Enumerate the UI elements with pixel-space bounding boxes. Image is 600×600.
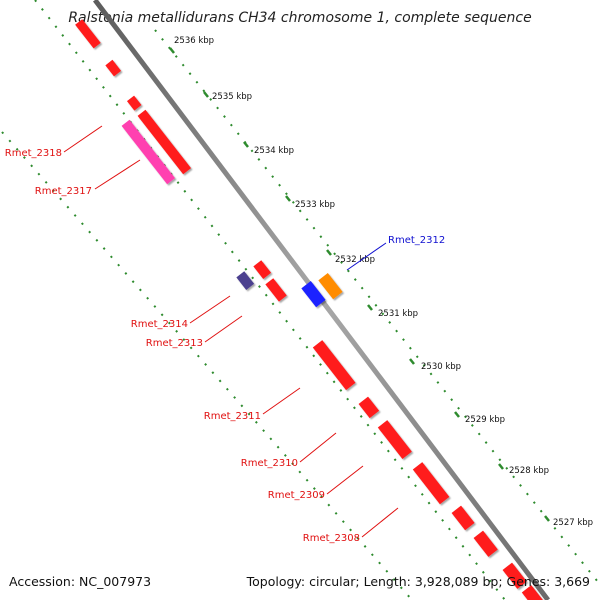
gene-label-rmet-2313[interactable]: Rmet_2313 xyxy=(146,338,203,349)
gene-red[interactable] xyxy=(126,95,142,111)
tick-marks-major xyxy=(169,47,550,522)
gene-red[interactable] xyxy=(358,396,380,419)
gene-label-rmet-2314[interactable]: Rmet_2314 xyxy=(131,319,188,330)
kbp-label: 2533 kbp xyxy=(295,200,335,210)
gene-red[interactable] xyxy=(473,530,498,557)
gene-red[interactable] xyxy=(502,562,527,589)
gene-label-rmet-2309[interactable]: Rmet_2309 xyxy=(268,490,325,501)
gene-rmet-2308[interactable] xyxy=(451,505,475,531)
gene-rmet-2313[interactable] xyxy=(265,278,287,302)
gene-red[interactable] xyxy=(253,260,272,279)
gene-red[interactable] xyxy=(105,59,122,77)
gene-label-rmet-2312[interactable]: Rmet_2312 xyxy=(388,235,445,246)
kbp-label: 2528 kbp xyxy=(509,466,549,476)
gene-label-rmet-2310[interactable]: Rmet_2310 xyxy=(241,458,298,469)
gene-red[interactable] xyxy=(75,19,101,49)
tick-track-outer-left xyxy=(34,0,506,600)
gene-label-rmet-2308[interactable]: Rmet_2308 xyxy=(303,533,360,544)
tick-track-inner-left xyxy=(1,131,413,600)
map-title: Ralstonia metallidurans CH34 chromosome … xyxy=(68,10,531,26)
label-leaders xyxy=(63,125,399,538)
gene-rmet-2312-blue[interactable] xyxy=(301,281,326,308)
gene-red[interactable] xyxy=(521,585,544,600)
genes xyxy=(75,19,544,600)
gene-labels: Rmet_2318 Rmet_2317 Rmet_2314 Rmet_2313 … xyxy=(5,148,445,544)
gene-rmet-2311[interactable] xyxy=(312,340,356,391)
gene-label-rmet-2318[interactable]: Rmet_2318 xyxy=(5,148,62,159)
kbp-label: 2532 kbp xyxy=(335,255,375,265)
kbp-label: 2535 kbp xyxy=(212,92,252,102)
gene-rmet-2314[interactable] xyxy=(236,271,255,290)
gene-label-rmet-2311[interactable]: Rmet_2311 xyxy=(204,411,261,422)
kbp-label: 2536 kbp xyxy=(174,36,214,46)
accession-text: Accession: NC_007973 xyxy=(9,574,151,589)
tick-track-right xyxy=(154,29,599,583)
gene-rmet-2310[interactable] xyxy=(377,420,412,460)
gene-label-rmet-2317[interactable]: Rmet_2317 xyxy=(35,186,92,197)
topology-text: Topology: circular; Length: 3,928,089 bp… xyxy=(246,574,590,589)
kbp-label: 2527 kbp xyxy=(553,518,593,528)
kbp-label: 2529 kbp xyxy=(465,415,505,425)
kbp-label: 2531 kbp xyxy=(378,309,418,319)
gene-rmet-2317[interactable] xyxy=(137,109,192,175)
gene-rmet-2312[interactable] xyxy=(318,273,343,300)
gene-rmet-2309[interactable] xyxy=(412,462,450,505)
kbp-label: 2530 kbp xyxy=(421,362,461,372)
kbp-labels: 2536 kbp 2535 kbp 2534 kbp 2533 kbp 2532… xyxy=(174,36,593,528)
kbp-label: 2534 kbp xyxy=(254,146,294,156)
gene-rmet-2318[interactable] xyxy=(121,119,176,185)
